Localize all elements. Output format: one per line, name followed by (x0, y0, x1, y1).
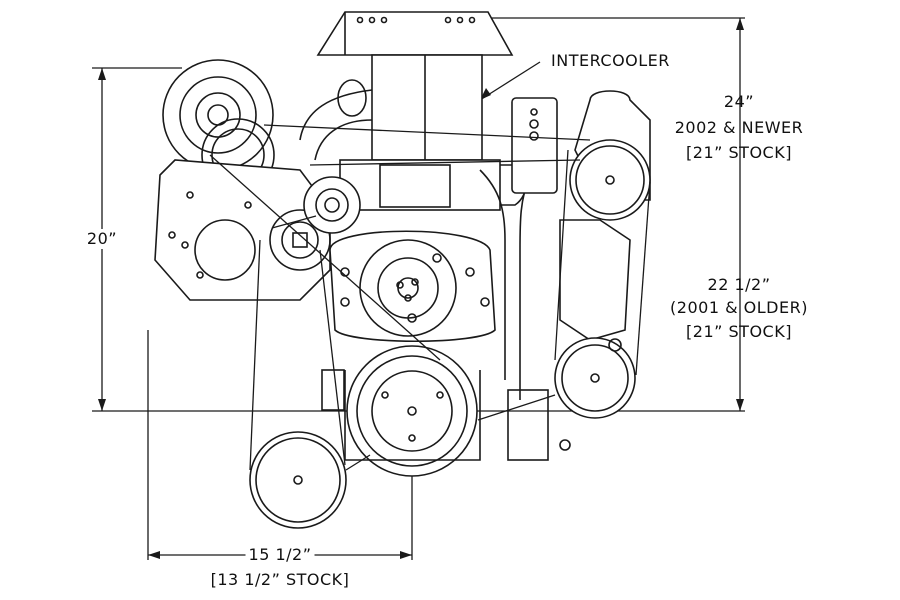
power-steering-assembly (511, 90, 651, 451)
alternator-assembly (154, 59, 361, 301)
intercooler-label: INTERCOOLER (551, 51, 670, 70)
arrow-20in-bottom (98, 399, 106, 411)
intake-body (339, 159, 549, 461)
height-new-stock: [21” STOCK] (686, 143, 792, 162)
dimension-arrows (98, 18, 744, 559)
arrow-width-right (400, 551, 412, 559)
water-pump (329, 230, 496, 343)
crank-pulley (321, 345, 481, 477)
arrow-24in-bottom (736, 399, 744, 411)
height-old-value: 22 1/2” (707, 275, 771, 294)
width-bottom-stock: [13 1/2” STOCK] (210, 570, 350, 589)
height-old-note: (2001 & OLDER) (670, 298, 808, 317)
height-new-note: 2002 & NEWER (674, 118, 804, 137)
height-old-stock: [21” STOCK] (686, 322, 792, 341)
width-bottom-value: 15 1/2” (245, 545, 315, 565)
intercooler (299, 11, 514, 161)
serpentine-belt (209, 124, 651, 471)
arrow-20in-top (98, 68, 106, 80)
lower-left-pulley (249, 431, 347, 529)
height-new-value: 24” (723, 92, 755, 111)
height-left-value: 20” (84, 229, 120, 249)
arrow-24in-top (736, 18, 744, 30)
arrow-width-left (148, 551, 160, 559)
